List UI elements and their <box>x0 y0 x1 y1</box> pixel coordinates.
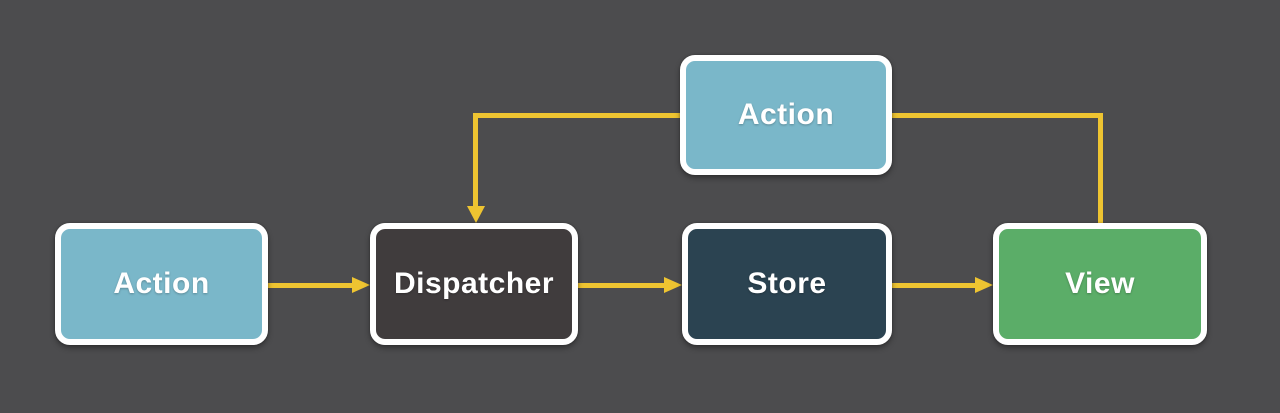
node-action-label: Action <box>113 267 210 300</box>
node-store-label: Store <box>747 267 827 300</box>
arrowhead-right-icon <box>352 277 370 293</box>
node-dispatcher-label: Dispatcher <box>393 267 555 300</box>
arrowhead-right-icon <box>975 277 993 293</box>
node-view: View <box>993 223 1207 345</box>
node-dispatcher: Dispatcher <box>370 223 578 345</box>
node-store: Store <box>682 223 892 345</box>
connector-view-to-action-horizontal <box>892 113 1103 118</box>
node-view-label: View <box>1065 267 1135 300</box>
connector-action-to-dispatcher <box>268 283 354 288</box>
node-action: Action <box>55 223 268 345</box>
arrowhead-down-icon <box>467 206 485 223</box>
node-action-top-label: Action <box>737 98 835 131</box>
node-action-top: Action <box>680 55 892 175</box>
connector-dispatcher-to-store <box>578 283 664 288</box>
connector-view-to-action-vertical <box>1098 115 1103 223</box>
connector-action-to-dispatcher-horizontal <box>473 113 682 118</box>
connector-action-to-dispatcher-vertical <box>473 113 478 207</box>
arrowhead-right-icon <box>664 277 682 293</box>
connector-store-to-view <box>892 283 975 288</box>
